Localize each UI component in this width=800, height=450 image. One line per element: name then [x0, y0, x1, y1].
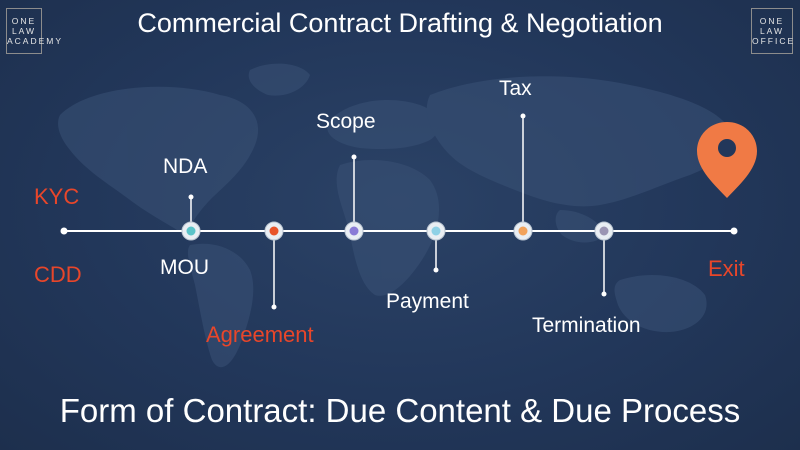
milestone-node-nda-mou	[181, 221, 201, 241]
milestone-node-scope	[344, 221, 364, 241]
scope-stem-end	[351, 154, 357, 160]
logo-text-line: ACADEMY	[7, 36, 64, 46]
termination-stem-end	[601, 291, 607, 297]
logo-text-line: LAW	[11, 26, 37, 36]
mou-label: MOU	[160, 256, 209, 279]
payment-label: Payment	[386, 290, 469, 313]
map-pin-icon	[697, 122, 757, 198]
milestone-node-payment	[426, 221, 446, 241]
milestone-node-termination	[594, 221, 614, 241]
exit-label: Exit	[708, 256, 745, 281]
one-law-academy-logo: ONE LAW ACADEMY	[6, 8, 64, 54]
milestone-node-agreement	[264, 221, 284, 241]
agreement-stem-end	[271, 304, 277, 310]
tax-stem-end	[520, 113, 526, 119]
logo-text-line: LAW	[759, 26, 785, 36]
logo-text-line: ONE	[759, 16, 785, 26]
termination-label: Termination	[532, 314, 641, 337]
scope-label: Scope	[316, 110, 376, 133]
payment-stem-end	[433, 267, 439, 273]
logo-text-line: OFFICE	[752, 36, 796, 46]
tax-label: Tax	[499, 77, 532, 100]
slide-footer: Form of Contract: Due Content & Due Proc…	[59, 392, 741, 429]
nda-stem-end	[188, 194, 194, 200]
milestone-node-tax	[513, 221, 533, 241]
agreement-label: Agreement	[206, 322, 314, 347]
timeline-end-dot	[730, 227, 738, 235]
logo-text-line: ONE	[11, 16, 37, 26]
nda-label: NDA	[163, 155, 208, 178]
cdd-label: CDD	[34, 262, 82, 287]
timeline-start-dot	[60, 227, 68, 235]
kyc-label: KYC	[34, 184, 80, 209]
slide-title: Commercial Contract Drafting & Negotiati…	[137, 8, 663, 38]
one-law-office-logo: ONE LAW OFFICE	[751, 8, 793, 54]
